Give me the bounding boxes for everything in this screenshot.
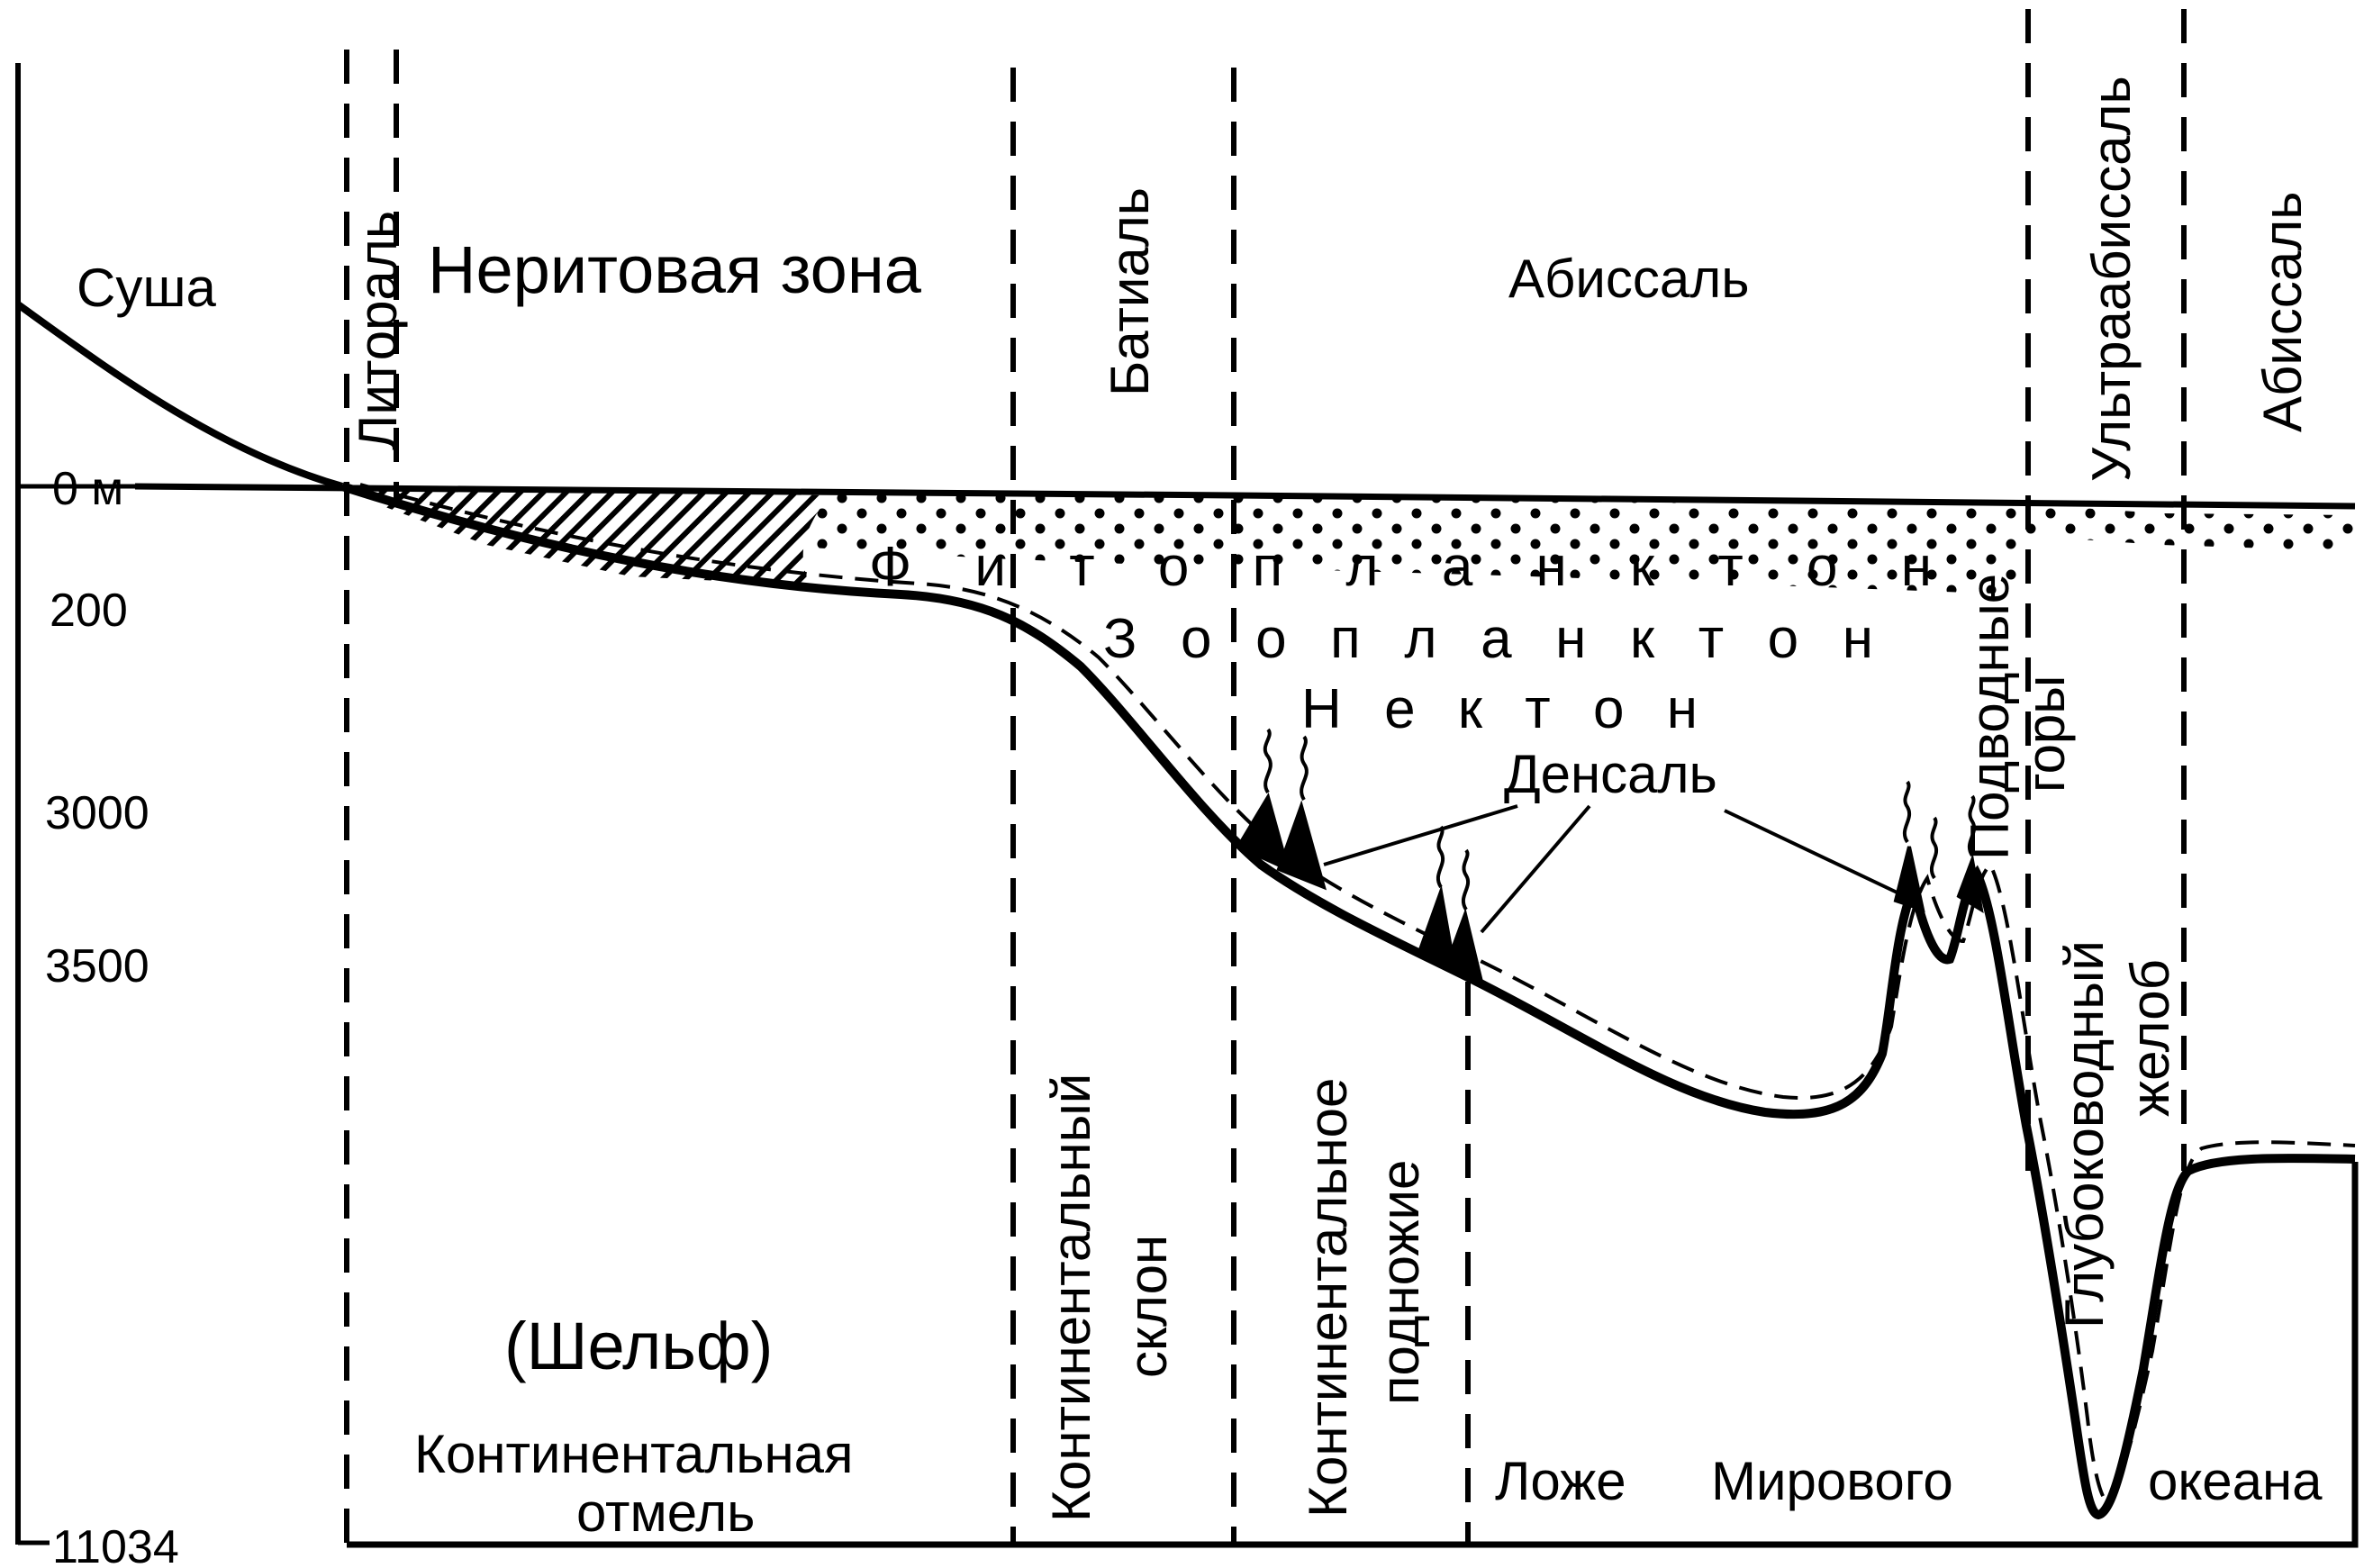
land-slope-line: [15, 301, 344, 490]
sea-floor-dashed-line: [359, 483, 2356, 1502]
leader-to-rise-vents: [1480, 804, 1591, 934]
zone-label-bathyal: Батиаль: [1100, 187, 1160, 396]
vent-cone-1: [1236, 792, 1291, 873]
vent-cone-2: [1276, 800, 1327, 891]
littoral-vegetation-hatch: [378, 486, 829, 585]
zone-label-land: Суша: [77, 258, 216, 318]
label-trench-1: Глубоководный: [2054, 940, 2115, 1328]
label-rise-2: подножие: [1370, 1160, 1430, 1405]
densal-vents: [1236, 792, 1984, 985]
leader-to-slope-vents: [1323, 804, 1518, 866]
zone-label-abyssal: Абиссаль: [1508, 249, 1750, 309]
label-floor-2: Мирового: [1711, 1451, 1953, 1511]
zone-label-abyssal-right: Абиссаль: [2252, 191, 2313, 432]
vent-cone-5: [1893, 846, 1925, 913]
zone-label-neritic: Неритовая зона: [428, 232, 922, 307]
label-zooplankton: З о о п л а н к т о н: [1103, 608, 1873, 670]
zone-boundaries: [344, 9, 2187, 1545]
label-trench-2: желоб: [2120, 959, 2180, 1117]
plume-3: [1436, 825, 1445, 889]
vent-plumes: [1263, 728, 1976, 911]
phytoplankton-dot-band: [811, 491, 2355, 594]
label-slope-1: Континентальный: [1041, 1074, 1101, 1522]
label-floor-3: океана: [2148, 1451, 2323, 1511]
plume-7: [1967, 794, 1976, 857]
vent-cone-3: [1416, 884, 1457, 972]
label-rise-1: Континентальное: [1298, 1078, 1358, 1518]
depth-label-200: 200: [50, 585, 128, 637]
plume-1: [1263, 728, 1273, 794]
label-densal: Денсаль: [1504, 744, 1717, 804]
label-nekton: Н е к т о н: [1301, 678, 1698, 740]
label-seamounts-2: горы: [2015, 675, 2076, 793]
label-continental-shoal-1: Континентальная: [414, 1424, 854, 1484]
baseline-bottom: [347, 1162, 2359, 1548]
plume-6: [1929, 816, 1938, 880]
depth-label-0: 0 м: [52, 463, 123, 515]
leader-to-seamount-vents: [1724, 809, 1906, 898]
plume-2: [1300, 735, 1309, 802]
label-continental-shoal-2: отмель: [576, 1482, 755, 1543]
label-seamounts-1: Подводные: [1960, 574, 2020, 860]
sea-surface-line: [134, 483, 2356, 510]
label-shelf: (Шельф): [504, 1309, 773, 1383]
label-slope-2: склон: [1118, 1235, 1178, 1378]
depth-label-3500: 3500: [45, 940, 149, 992]
zone-label-littoral: Литораль: [348, 211, 408, 450]
plume-5: [1902, 780, 1911, 844]
vent-cone-6: [1956, 853, 1984, 913]
zone-label-ultraabyssal: Ультраабиссаль: [2081, 76, 2142, 482]
densal-leader-lines: [1323, 804, 1906, 934]
depth-label-3000: 3000: [45, 787, 149, 839]
label-floor-1: Ложе: [1495, 1451, 1626, 1511]
depth-label-11034: 11034: [52, 1521, 179, 1568]
vent-cone-4: [1443, 908, 1484, 985]
plume-4: [1461, 848, 1470, 911]
